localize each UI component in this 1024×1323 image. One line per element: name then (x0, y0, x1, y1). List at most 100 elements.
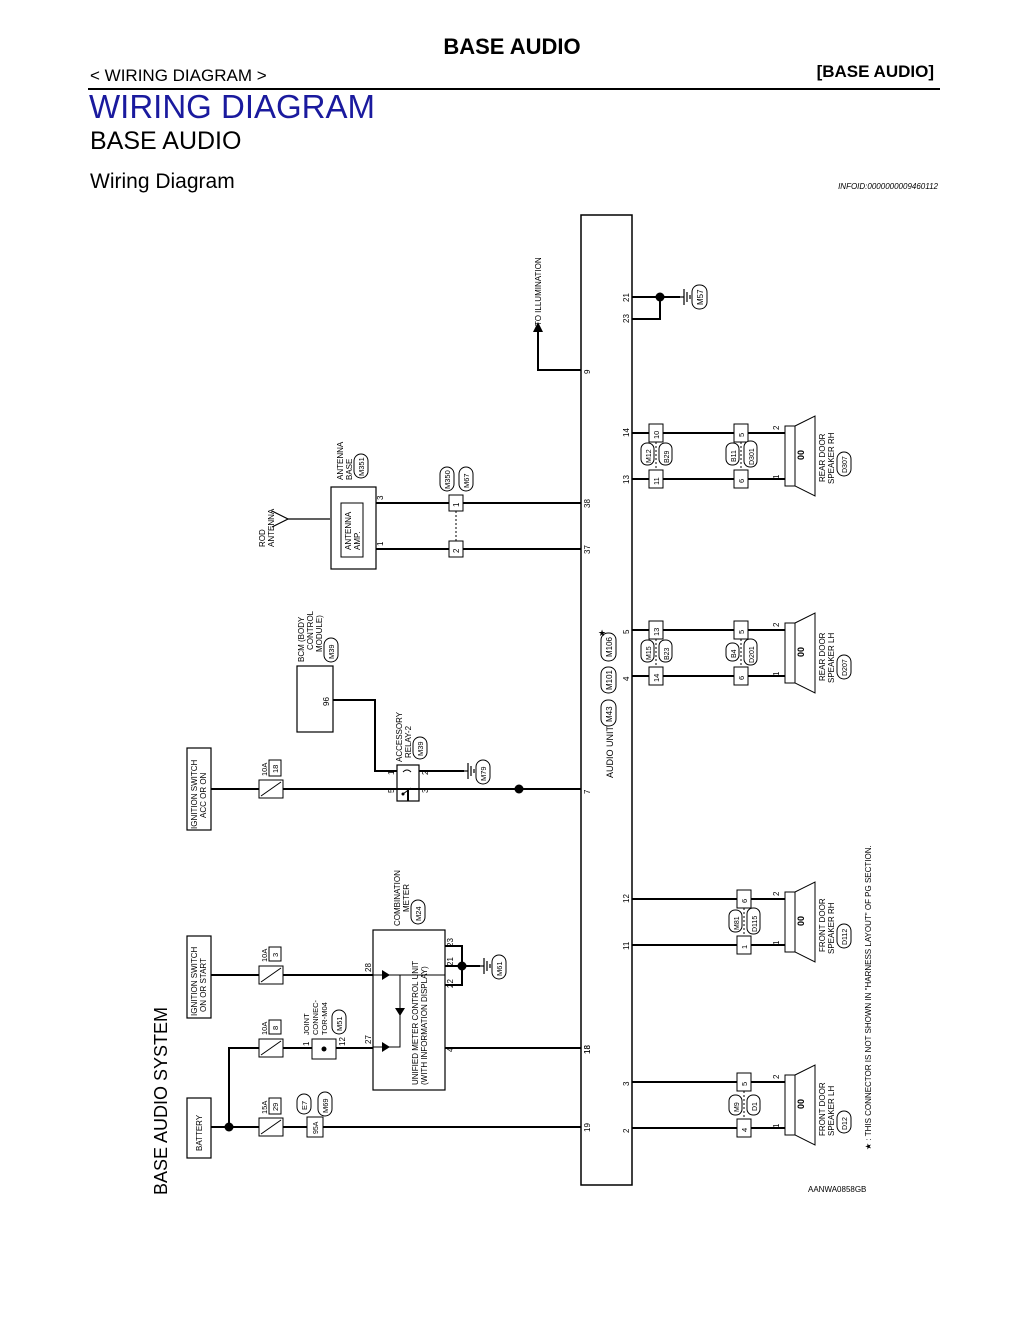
svg-text:12: 12 (622, 894, 631, 903)
svg-text:1: 1 (772, 1123, 781, 1128)
pin-21: 21 (622, 293, 631, 302)
svg-text:2: 2 (772, 622, 781, 627)
connector-e7: E7 (296, 1093, 312, 1115)
audio-unit-box (580, 214, 633, 1186)
svg-text:BCM (BODY: BCM (BODY (297, 616, 306, 662)
svg-text:ACCESSORY: ACCESSORY (395, 711, 404, 762)
svg-text:B4: B4 (731, 649, 738, 658)
svg-text:D1: D1 (752, 1102, 759, 1111)
audio-unit-connector-m43: M43 (600, 699, 617, 727)
svg-text:B29: B29 (664, 450, 671, 463)
speaker-rear-rh: 14 13 10 11 M12 B29 5 6 B11 D301 2 1 00 … (622, 415, 852, 497)
svg-text:3: 3 (622, 1081, 631, 1086)
svg-text:5: 5 (387, 788, 396, 793)
figure-code: AANWA0858GB (808, 1185, 866, 1194)
svg-text:11: 11 (622, 941, 631, 950)
svg-text:18: 18 (583, 1045, 592, 1054)
svg-text:D112: D112 (842, 929, 849, 945)
svg-text:CONNEC-: CONNEC- (311, 999, 320, 1035)
svg-text:11: 11 (652, 477, 661, 485)
svg-text:M51: M51 (335, 1016, 344, 1031)
speaker-front-rh: 12 11 6 1 M81 D115 2 1 00 FRONT DOOR SPE… (622, 881, 852, 963)
svg-text:SPEAKER RH: SPEAKER RH (827, 432, 836, 484)
pin-9: 9 (583, 369, 592, 374)
svg-text:B11: B11 (731, 450, 738, 462)
combination-meter-label: COMBINATION METER M24 (393, 870, 426, 926)
svg-text:8: 8 (271, 1026, 280, 1030)
svg-text:2: 2 (622, 1128, 631, 1133)
svg-text:SPEAKER LH: SPEAKER LH (827, 1086, 836, 1136)
svg-text:5: 5 (737, 433, 746, 437)
svg-text:M350: M350 (443, 470, 452, 489)
svg-text:23: 23 (446, 938, 455, 947)
svg-text:M106: M106 (605, 636, 614, 657)
svg-text:D115: D115 (752, 916, 759, 932)
svg-text:6: 6 (737, 479, 746, 483)
svg-text:SPEAKER RH: SPEAKER RH (827, 902, 836, 954)
svg-text:MODULE): MODULE) (315, 615, 324, 652)
svg-text:D301: D301 (749, 448, 756, 465)
svg-text:2: 2 (452, 548, 461, 553)
svg-text:1: 1 (772, 474, 781, 479)
fuse-on-start: 10A 3 (260, 946, 282, 962)
svg-text:1: 1 (740, 945, 749, 949)
pin-23: 23 (622, 314, 631, 323)
ign-on-start-box (186, 935, 212, 1019)
svg-text:M351: M351 (357, 457, 366, 476)
svg-text:ROD: ROD (258, 529, 267, 547)
svg-text:4: 4 (622, 676, 631, 681)
svg-text:1: 1 (772, 671, 781, 676)
svg-text:M61: M61 (495, 961, 504, 976)
svg-text:M24: M24 (414, 906, 423, 921)
svg-text:29: 29 (271, 1103, 280, 1111)
info-id: INFOID:0000000009460112 (838, 182, 938, 191)
svg-text:SPEAKER LH: SPEAKER LH (827, 633, 836, 683)
svg-text:5: 5 (740, 1082, 749, 1086)
svg-text:10A: 10A (260, 763, 269, 776)
pin-37: 37 (583, 545, 592, 554)
svg-text:M43: M43 (605, 706, 614, 722)
svg-text:27: 27 (364, 1035, 373, 1044)
svg-text:REAR DOOR: REAR DOOR (818, 433, 827, 482)
svg-text:ANTENNA: ANTENNA (336, 441, 345, 480)
breadcrumb[interactable]: < WIRING DIAGRAM > (90, 66, 267, 85)
svg-text:6: 6 (737, 676, 746, 680)
pin-18: 18 (583, 1045, 592, 1054)
svg-text:CONTROL: CONTROL (306, 610, 315, 650)
svg-text:22: 22 (446, 979, 455, 988)
fuse-acc: 10A 18 (260, 759, 282, 777)
svg-text:JOINT: JOINT (302, 1013, 311, 1035)
svg-text:M81: M81 (734, 916, 741, 930)
ign-acc-on-label: IGNITION SWITCH (190, 759, 199, 829)
svg-text:14: 14 (622, 428, 631, 437)
connector-m61: M61 (491, 954, 507, 980)
svg-text:5: 5 (622, 629, 631, 634)
fuse-battery-2: 10A 8 (260, 1019, 282, 1035)
speaker-front-lh: 3 2 5 4 M9 D1 2 1 00 FRONT DOOR SPEAKER … (622, 1064, 852, 1146)
svg-text:13: 13 (652, 628, 661, 636)
fuse-battery: 15A 29 (260, 1097, 282, 1115)
svg-text:B23: B23 (664, 647, 671, 660)
connector-m57: M57 (691, 284, 708, 310)
svg-text:2: 2 (772, 425, 781, 430)
svg-text:ON OR START: ON OR START (199, 958, 208, 1012)
unified-meter-label: UNIFIED METER CONTROL UNIT (411, 961, 420, 1085)
svg-text:00: 00 (796, 1099, 806, 1109)
svg-text:5: 5 (737, 630, 746, 634)
connector-m350: M350 (439, 466, 455, 492)
svg-text:REAR DOOR: REAR DOOR (818, 632, 827, 681)
audio-unit-connector-m101: M101 (600, 666, 617, 694)
svg-text:(WITH INFORMATION DISPLAY): (WITH INFORMATION DISPLAY) (420, 966, 429, 1085)
rod-antenna: ROD ANTENNA (258, 508, 330, 547)
battery-label: BATTERY (195, 1114, 204, 1151)
bcm-label: BCM (BODY CONTROL MODULE) M39 (297, 610, 339, 663)
svg-text:AMP.: AMP. (353, 531, 362, 550)
antenna-base-box (330, 486, 377, 570)
svg-text:10: 10 (652, 431, 661, 439)
svg-text:96: 96 (322, 697, 331, 706)
svg-text:3: 3 (271, 953, 280, 957)
svg-text:E7: E7 (300, 1101, 309, 1110)
svg-text:12: 12 (338, 1037, 347, 1046)
svg-text:D12: D12 (842, 1117, 849, 1130)
svg-text:1: 1 (772, 940, 781, 945)
